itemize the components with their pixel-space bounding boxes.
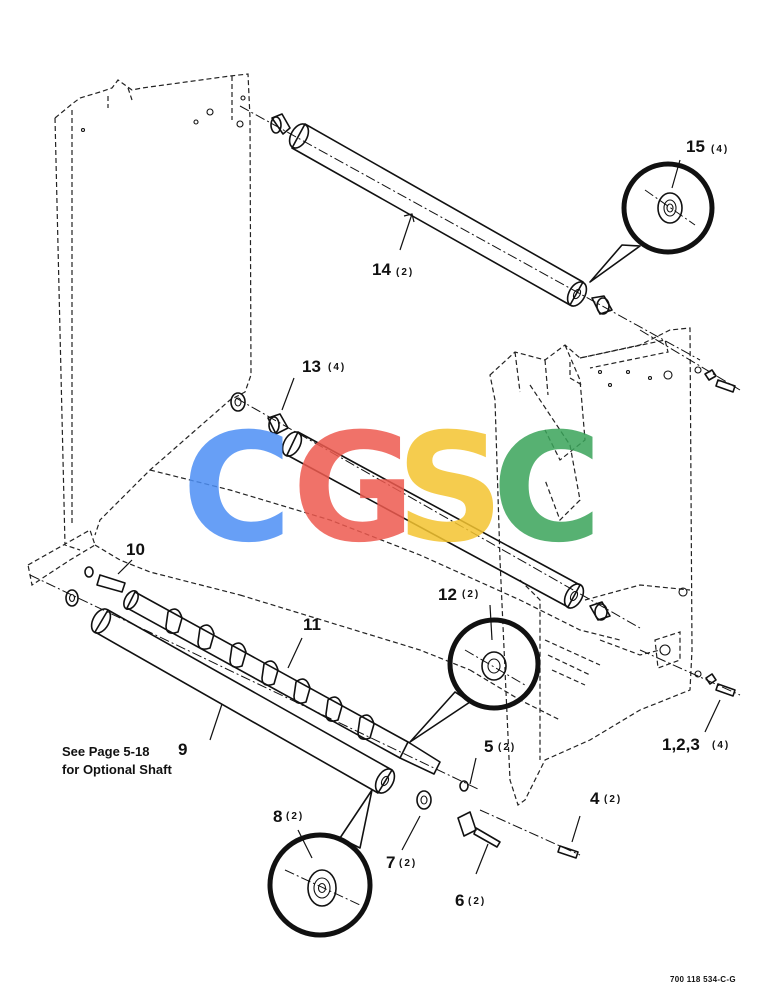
label-part-9: 9 (178, 740, 187, 759)
rotor-paddles (165, 608, 375, 740)
label-part-4: 4 (590, 789, 600, 808)
right-side-frame (489, 327, 693, 806)
label-part-12: 12 (438, 585, 457, 604)
label-part-10: 10 (126, 540, 145, 559)
label-part-11: 11 (303, 615, 321, 634)
detail-callout-12 (409, 617, 541, 743)
label-qty-14: (2) (396, 267, 414, 278)
label-qty-7: (2) (399, 858, 417, 869)
watermark: C G S C (182, 402, 602, 576)
detail-callout-15 (589, 161, 715, 283)
part-labels: 15 (4) 14 (2) 13 (4) 12 (2) 11 10 9 See … (62, 137, 736, 984)
left-side-frame (54, 73, 252, 551)
optional-shaft-note-line2: for Optional Shaft (62, 762, 172, 777)
label-part-5: 5 (484, 737, 493, 756)
label-qty-13: (4) (328, 362, 346, 373)
label-qty-5: (2) (498, 742, 516, 753)
upper-roller (239, 105, 701, 361)
watermark-letter-g: G (292, 402, 415, 576)
label-part-1-2-3: 1,2,3 (662, 735, 700, 754)
watermark-letter-s: S (396, 402, 504, 576)
optional-shaft-note-line1: See Page 5-18 (62, 744, 149, 759)
label-part-8: 8 (273, 807, 282, 826)
hardware (457, 329, 741, 859)
watermark-letter-c2: C (492, 402, 602, 576)
label-part-13: 13 (302, 357, 321, 376)
detail-callout-8 (267, 789, 373, 938)
label-part-15: 15 (686, 137, 705, 156)
leader-lines (117, 159, 721, 875)
label-qty-4: (2) (604, 794, 622, 805)
label-qty-6: (2) (468, 896, 486, 907)
label-part-14: 14 (372, 260, 391, 279)
drawing-code: 700 118 534-C-G (670, 975, 736, 984)
label-qty-8: (2) (286, 811, 304, 822)
label-part-7: 7 (386, 853, 395, 872)
label-qty-15: (4) (711, 144, 729, 155)
label-part-6: 6 (455, 891, 464, 910)
label-qty-1-2-3: (4) (712, 740, 730, 751)
label-qty-12: (2) (462, 589, 480, 600)
lower-rollers (29, 566, 481, 810)
middle-roller (230, 392, 641, 629)
watermark-letter-c1: C (182, 402, 292, 576)
